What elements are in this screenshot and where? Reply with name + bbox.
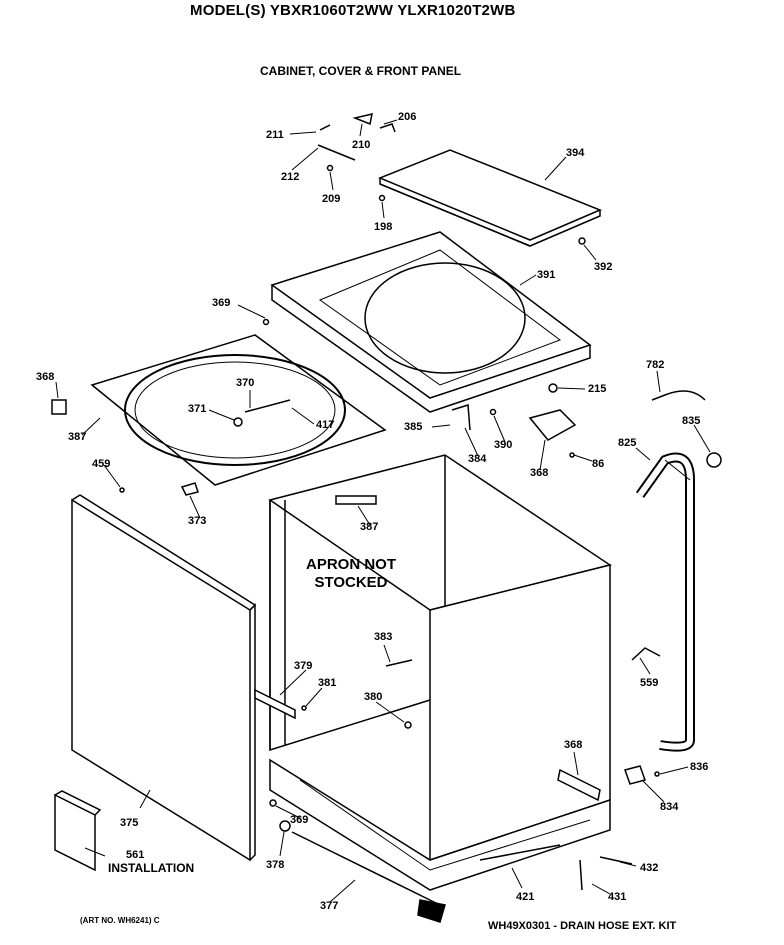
label-782: 782 bbox=[646, 359, 664, 371]
screw-381 bbox=[301, 705, 307, 711]
label-368a: 368 bbox=[36, 371, 54, 383]
pad-373 bbox=[180, 482, 199, 496]
rod-377 bbox=[291, 831, 441, 906]
screw-392 bbox=[578, 237, 586, 245]
model-header: MODEL(S) YBXR1060T2WW YLXR1020T2WB bbox=[190, 2, 516, 19]
bracket-387 bbox=[335, 495, 377, 505]
bracket-385 bbox=[451, 404, 471, 431]
base-plate-421 bbox=[479, 844, 561, 861]
label-417: 417 bbox=[316, 419, 334, 431]
hinge-379 bbox=[254, 688, 296, 720]
label-198: 198 bbox=[374, 221, 392, 233]
label-206: 206 bbox=[398, 111, 416, 123]
label-432: 432 bbox=[640, 862, 658, 874]
kit-note: WH49X0301 - DRAIN HOSE EXT. KIT bbox=[488, 920, 677, 932]
foot-378 bbox=[279, 820, 291, 832]
label-387a: 387 bbox=[68, 431, 86, 443]
label-373: 373 bbox=[188, 515, 206, 527]
label-391: 391 bbox=[537, 269, 555, 281]
label-370: 370 bbox=[236, 377, 254, 389]
label-368b: 368 bbox=[530, 467, 548, 479]
bracket-377 bbox=[417, 899, 446, 923]
label-387b: 387 bbox=[360, 521, 378, 533]
label-215: 215 bbox=[588, 383, 606, 395]
label-835: 835 bbox=[682, 415, 700, 427]
section-title: CABINET, COVER & FRONT PANEL bbox=[260, 64, 462, 78]
label-836: 836 bbox=[690, 761, 708, 773]
label-377: 377 bbox=[320, 900, 338, 912]
art-number: (ART NO. WH6241) C bbox=[80, 916, 160, 925]
label-834: 834 bbox=[660, 801, 679, 813]
screw-836 bbox=[654, 771, 660, 777]
hinge-211 bbox=[319, 124, 331, 131]
apron-note-line-1: APRON NOT bbox=[306, 556, 396, 573]
screw-390 bbox=[489, 408, 497, 416]
label-369a: 369 bbox=[212, 297, 230, 309]
label-installation: INSTALLATION bbox=[108, 861, 194, 875]
label-211: 211 bbox=[266, 129, 284, 141]
apron-note-line-2: STOCKED bbox=[314, 574, 388, 591]
clamp-835 bbox=[706, 452, 722, 468]
spring-212 bbox=[317, 144, 356, 161]
installation-booklet-561 bbox=[54, 793, 96, 872]
screw-198 bbox=[378, 194, 386, 202]
screw-369 bbox=[262, 318, 270, 326]
label-394: 394 bbox=[566, 147, 585, 159]
cord-782 bbox=[651, 390, 706, 401]
label-378: 378 bbox=[266, 859, 284, 871]
label-381: 381 bbox=[318, 677, 336, 689]
clip-371 bbox=[233, 417, 243, 427]
label-385: 385 bbox=[404, 421, 422, 433]
label-825: 825 bbox=[618, 437, 636, 449]
drain-hose-825 bbox=[635, 452, 695, 752]
pad-432 bbox=[599, 856, 633, 865]
hose-clamp-834 bbox=[624, 765, 646, 785]
label-431: 431 bbox=[608, 891, 626, 903]
leveling-leg-431 bbox=[579, 859, 583, 891]
tube-370 bbox=[244, 399, 291, 413]
top-panel-opening bbox=[364, 262, 526, 374]
label-421: 421 bbox=[516, 891, 534, 903]
label-383: 383 bbox=[374, 631, 392, 643]
cabinet-base bbox=[269, 758, 611, 891]
label-368c: 368 bbox=[564, 739, 582, 751]
label-375: 375 bbox=[120, 817, 138, 829]
washer-215 bbox=[548, 383, 558, 393]
hinge-210 bbox=[352, 113, 373, 126]
screw-459 bbox=[119, 487, 125, 493]
label-559: 559 bbox=[640, 677, 658, 689]
label-209: 209 bbox=[322, 193, 340, 205]
screw-380 bbox=[404, 721, 412, 729]
label-390: 390 bbox=[494, 439, 512, 451]
bracket-368c bbox=[557, 768, 601, 802]
lid-394 bbox=[378, 149, 602, 241]
label-380: 380 bbox=[364, 691, 382, 703]
label-384: 384 bbox=[468, 453, 487, 465]
label-392: 392 bbox=[594, 261, 612, 273]
screw-209 bbox=[326, 164, 334, 172]
strip-383 bbox=[385, 659, 413, 667]
screw-86 bbox=[569, 452, 575, 458]
label-369b: 369 bbox=[290, 814, 308, 826]
label-371: 371 bbox=[188, 403, 206, 415]
label-379: 379 bbox=[294, 660, 312, 672]
screw-369b bbox=[269, 799, 277, 807]
label-212: 212 bbox=[281, 171, 299, 183]
label-86: 86 bbox=[592, 458, 604, 470]
label-459: 459 bbox=[92, 458, 110, 470]
lid-switch-206 bbox=[379, 123, 396, 133]
switch-368 bbox=[528, 409, 577, 441]
clip-559 bbox=[631, 647, 661, 661]
front-panel-375 bbox=[71, 498, 251, 862]
tub-ring-387 bbox=[90, 334, 387, 486]
label-561: 561 bbox=[126, 849, 144, 861]
bracket-368 bbox=[51, 399, 67, 415]
apron-note: APRON NOT STOCKED bbox=[306, 556, 396, 592]
label-210: 210 bbox=[352, 139, 370, 151]
